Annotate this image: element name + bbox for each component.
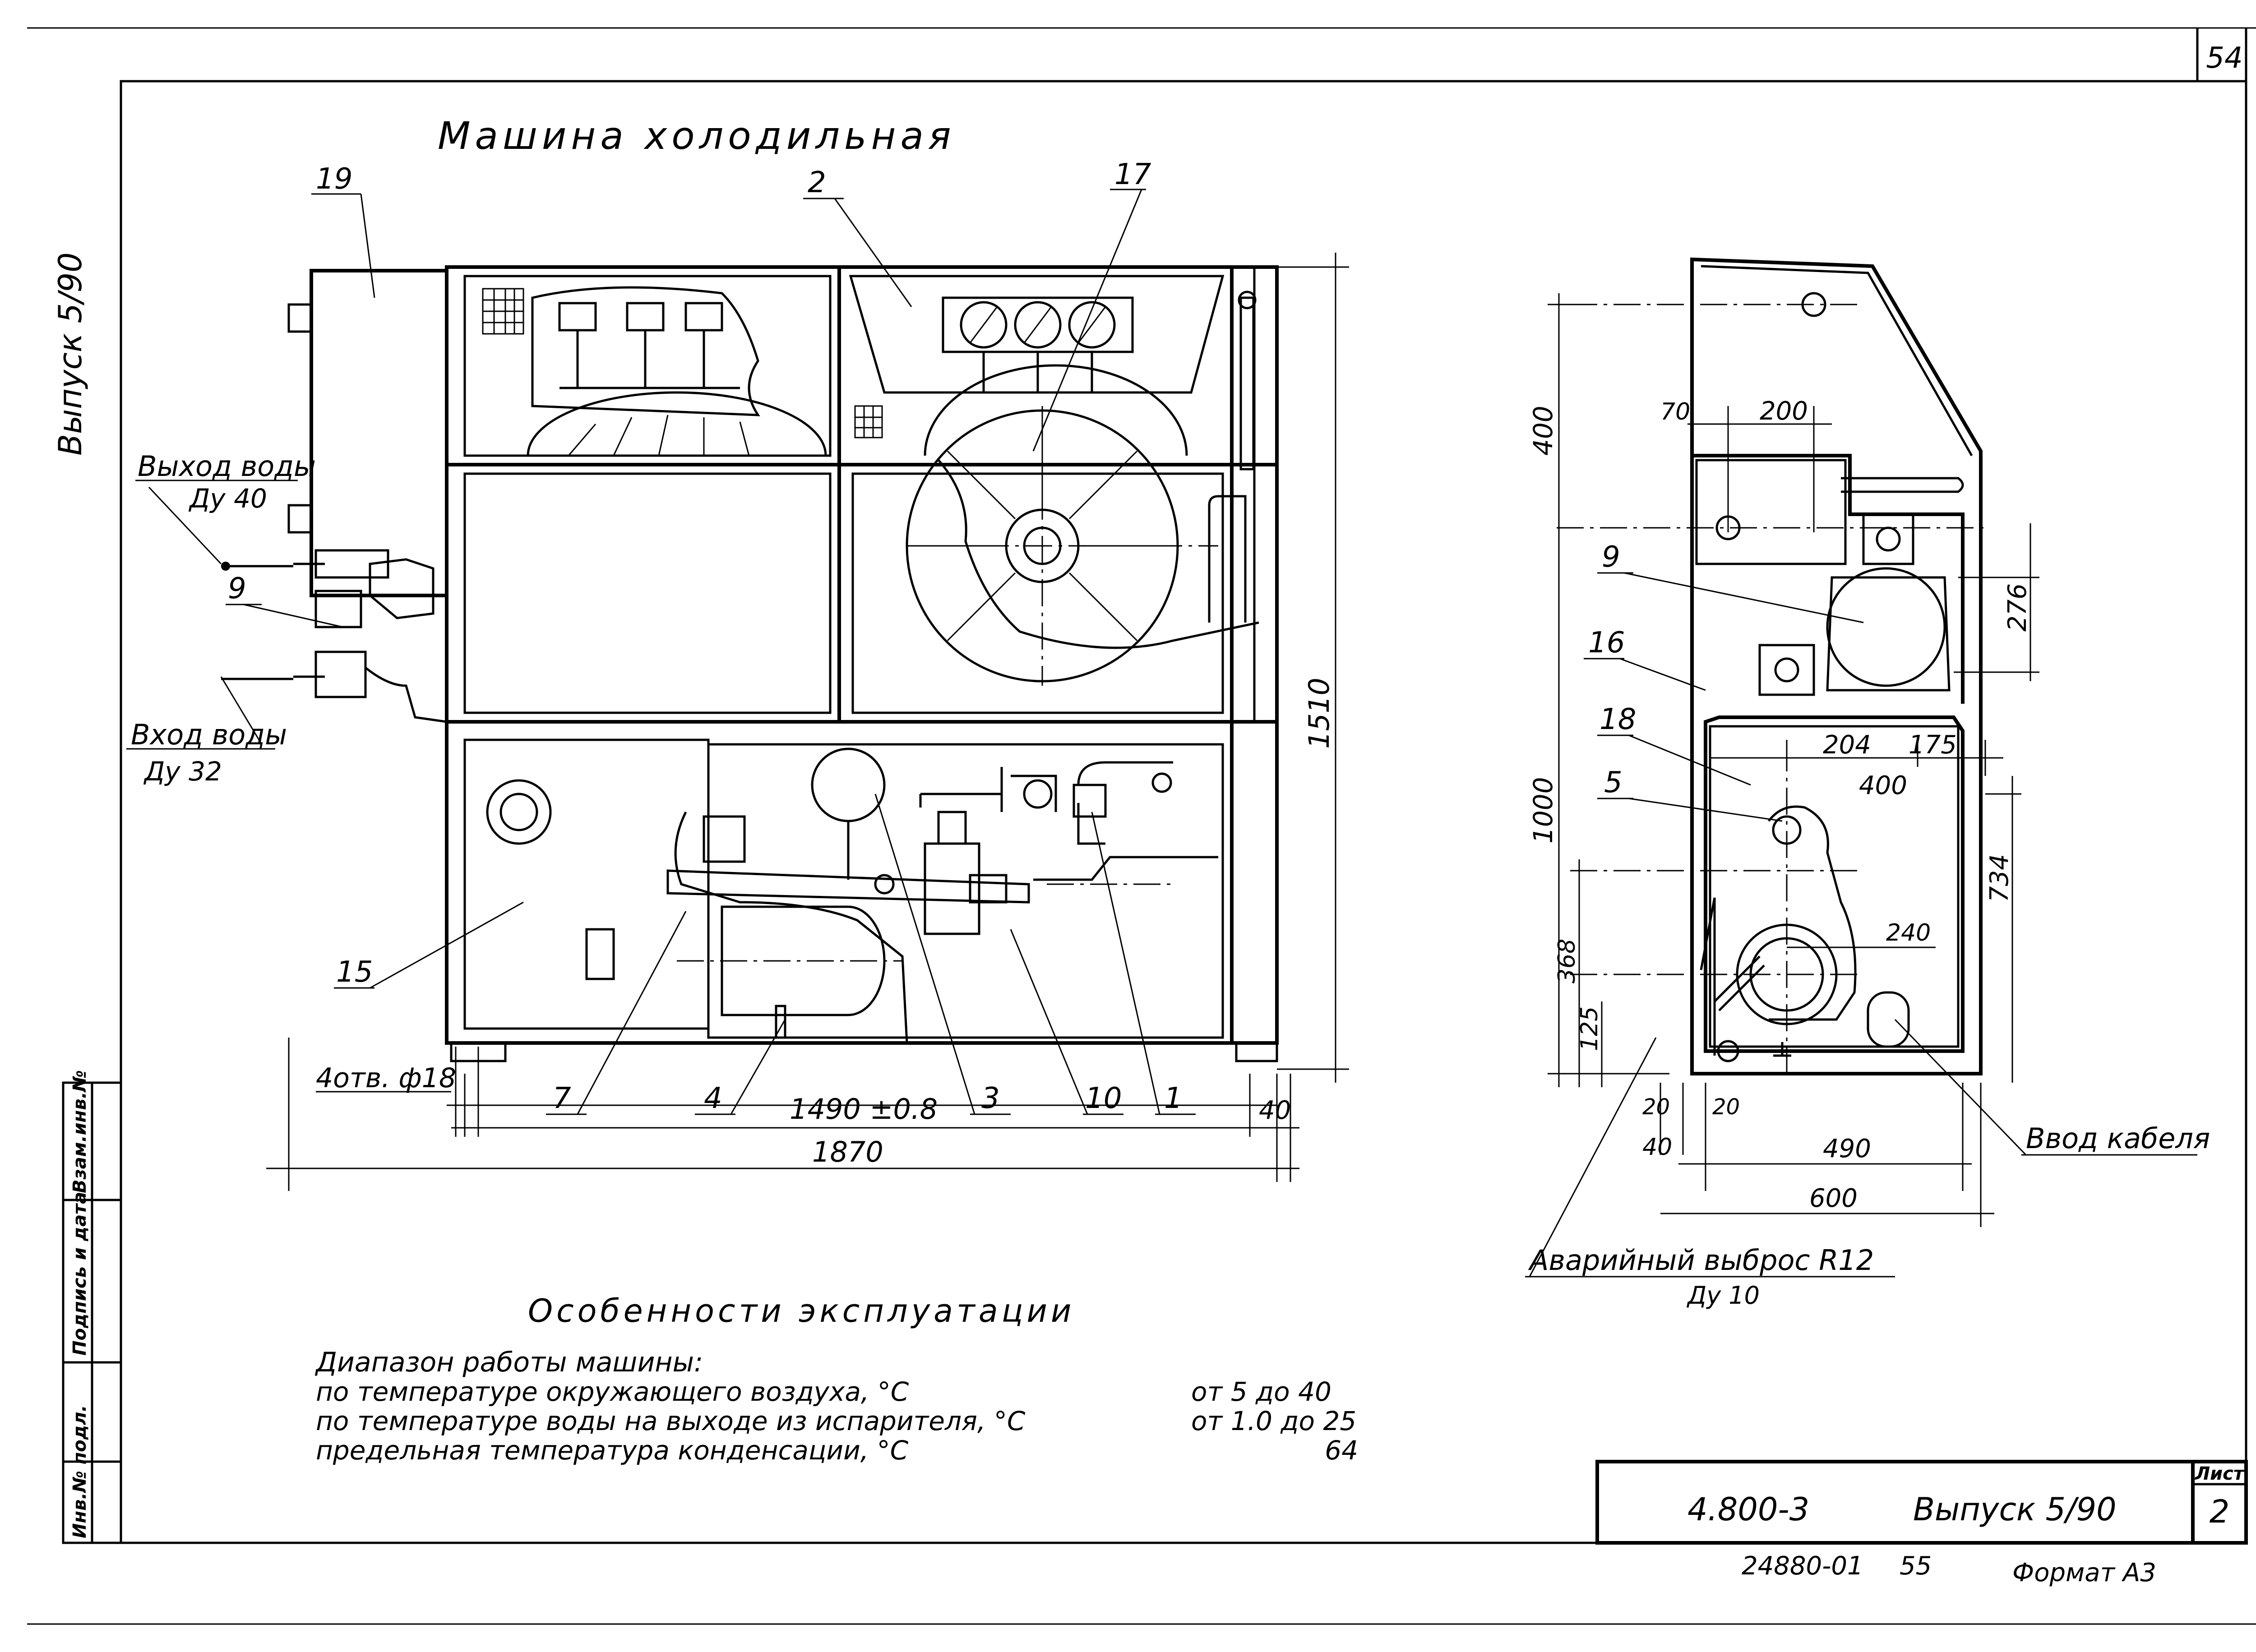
side-view: [1525, 257, 2197, 1278]
inventory-code: 24880-01: [1742, 1551, 1863, 1581]
issue-number: Выпуск 5/90: [1913, 1491, 2117, 1528]
dim-side-400-v: 400: [1528, 406, 1558, 456]
dim-side-70: 70: [1660, 398, 1690, 425]
sheet-number: 2: [2210, 1493, 2230, 1530]
dim-side-240: 240: [1886, 919, 1931, 946]
stamp-inv-label: Инв.№ подл.: [69, 1405, 90, 1538]
relief-dn: Ду 10: [1687, 1281, 1760, 1310]
paper-format: Формат А3: [2012, 1558, 2156, 1587]
side-callout-9: 9: [1602, 540, 1620, 574]
dim-side-490: 490: [1823, 1134, 1871, 1163]
note-row-2-value: от 1.0 до 25: [1191, 1406, 1356, 1436]
side-callout-18: 18: [1600, 703, 1636, 736]
dim-side-400-h: 400: [1859, 771, 1907, 800]
callout-19: 19: [316, 162, 352, 196]
front-callout-leaders: [126, 189, 1196, 1115]
page-number: 54: [2206, 42, 2242, 75]
dim-side-204: 204: [1823, 730, 1871, 760]
stamp-replace-label: Взам.инв.№: [69, 1070, 90, 1193]
dim-side-20b: 20: [1712, 1094, 1740, 1120]
side-callout-5: 5: [1604, 766, 1623, 799]
holes-label: 4отв. ф18: [316, 1062, 456, 1094]
note-row-3-value: 64: [1325, 1435, 1358, 1466]
notes-subheading: Диапазон работы машины:: [314, 1347, 703, 1378]
dim-side-734: 734: [1985, 854, 2014, 902]
callout-10: 10: [1085, 1082, 1122, 1115]
dim-side-175: 175: [1909, 730, 1957, 760]
note-row-1-label: по температуре окружающего воздуха, °С: [316, 1376, 909, 1407]
note-row-2-label: по температуре воды на выходе из испарит…: [316, 1406, 1026, 1436]
callout-7: 7: [553, 1082, 571, 1115]
title-block: [1595, 1460, 2248, 1545]
dim-overall-height: 1510: [1303, 678, 1336, 749]
designation: 4.800-3: [1687, 1491, 1809, 1528]
dim-side-20a: 20: [1642, 1094, 1670, 1120]
callout-3: 3: [981, 1082, 1000, 1115]
stamp-sign-label: Подпись и дата: [69, 1192, 90, 1356]
left-stamp: [62, 1081, 122, 1544]
dim-base: 1490 ±0.8: [790, 1093, 938, 1126]
notes-heading: Особенности эксплуатации: [528, 1292, 1075, 1329]
water-in-label: Вход воды: [131, 718, 287, 751]
water-out-label: Выход воды: [138, 450, 316, 483]
water-in-dn: Ду 32: [143, 756, 222, 787]
drawing-title: Машина холодильная: [438, 114, 955, 158]
callout-15: 15: [336, 955, 373, 989]
sheet-label: Лист: [2195, 1463, 2245, 1484]
dim-side-1000: 1000: [1528, 777, 1558, 844]
callout-1: 1: [1164, 1082, 1183, 1115]
cable-entry-label: Ввод кабеля: [2026, 1122, 2210, 1155]
dim-offset-40: 40: [1259, 1096, 1291, 1125]
water-out-dn: Ду 40: [188, 483, 267, 514]
dim-side-600: 600: [1809, 1184, 1858, 1213]
callout-9: 9: [228, 572, 246, 605]
dim-overall-width: 1870: [812, 1135, 883, 1168]
dim-side-276: 276: [2003, 583, 2032, 632]
dim-side-200: 200: [1760, 397, 1808, 426]
dim-side-125: 125: [1576, 1006, 1603, 1051]
callout-2: 2: [808, 166, 826, 199]
relief-label: Аварийный выброс R12: [1528, 1244, 1874, 1277]
side-issue-label: Выпуск 5/90: [52, 252, 89, 456]
side-callout-16: 16: [1588, 626, 1625, 660]
note-row-3-label: предельная температура конденсации, °С: [316, 1435, 909, 1466]
dim-side-368: 368: [1553, 939, 1581, 983]
front-view: [221, 253, 1349, 1191]
note-row-1-value: от 5 до 40: [1191, 1376, 1331, 1407]
callout-17: 17: [1114, 158, 1151, 191]
inventory-suffix: 55: [1900, 1551, 1932, 1581]
dim-side-40: 40: [1642, 1134, 1672, 1161]
sheet-frame: [27, 27, 2256, 1625]
callout-4: 4: [704, 1082, 722, 1115]
